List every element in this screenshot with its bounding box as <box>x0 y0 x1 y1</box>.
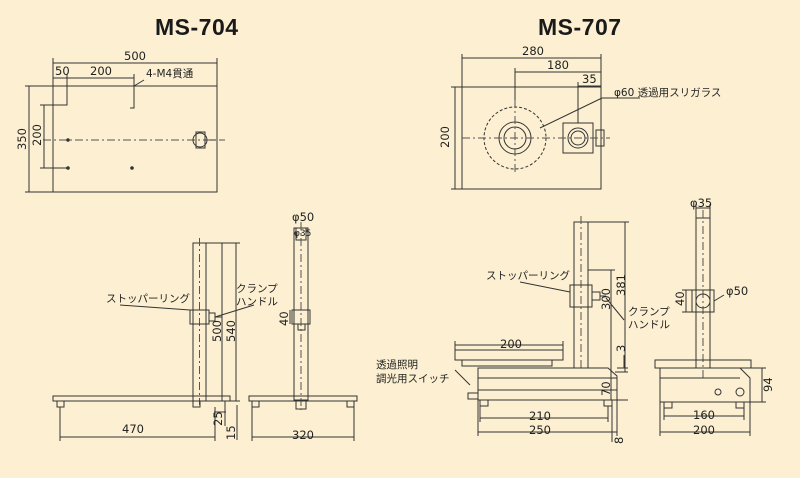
dim-500-vertical: 500 <box>210 320 224 342</box>
ms707-front-view <box>454 216 629 442</box>
dim-35: 35 <box>582 72 597 86</box>
dim-50: 50 <box>55 64 70 78</box>
ms707-title: MS-707 <box>538 14 622 40</box>
dim-25: 25 <box>211 411 225 426</box>
phi50-label-707: φ50 <box>726 284 749 298</box>
dim-200: 200 <box>90 64 112 78</box>
dim-210: 210 <box>529 409 551 423</box>
ms707-side-view <box>654 204 766 436</box>
glass-note: φ60 透過用スリガラス <box>614 87 722 99</box>
transmitted-light-label: 透過照明 <box>376 359 418 371</box>
dim-280: 280 <box>522 44 544 58</box>
phi35-label-707: φ35 <box>690 196 713 210</box>
dim-500: 500 <box>124 49 146 63</box>
phi35-label: φ35 <box>294 229 312 239</box>
ms704-top-view <box>25 58 225 193</box>
dim-180: 180 <box>547 58 569 72</box>
phi50-label: φ50 <box>292 210 315 224</box>
dim-200-707: 200 <box>438 126 452 148</box>
dim-200-side: 200 <box>693 423 715 437</box>
ms704-title: MS-704 <box>155 14 239 40</box>
dim-15: 15 <box>224 425 238 440</box>
dim-40-707: 40 <box>673 291 687 306</box>
dim-540: 540 <box>224 320 238 342</box>
dim-3: 3 <box>614 344 628 352</box>
dim-350: 350 <box>15 128 29 150</box>
dim-320: 320 <box>292 428 314 442</box>
clamp-handle-label: クランプ ハンドル <box>236 283 278 308</box>
dim-40: 40 <box>277 311 291 326</box>
dim-200-plate: 200 <box>500 337 522 351</box>
dim-470: 470 <box>122 422 144 436</box>
dimmer-switch-label: 調光用スイッチ <box>376 373 450 385</box>
dim-160: 160 <box>693 408 715 422</box>
dim-200-vertical: 200 <box>30 124 44 146</box>
ms704-front-view <box>52 238 255 441</box>
clamp-handle-label-707: クランプ ハンドル <box>628 306 670 331</box>
dim-8: 8 <box>612 436 626 444</box>
dim-381: 381 <box>614 274 628 296</box>
dim-300: 300 <box>599 288 613 310</box>
stopper-ring-label: ストッパーリング <box>106 293 190 305</box>
ms707-top-view <box>451 54 640 190</box>
holes-note: 4-M4貫通 <box>146 68 194 80</box>
dim-70: 70 <box>599 381 613 396</box>
dim-250: 250 <box>529 423 551 437</box>
dim-94: 94 <box>761 377 775 392</box>
ms704-side-view <box>248 222 358 441</box>
stopper-ring-label-707: ストッパーリング <box>486 270 570 282</box>
